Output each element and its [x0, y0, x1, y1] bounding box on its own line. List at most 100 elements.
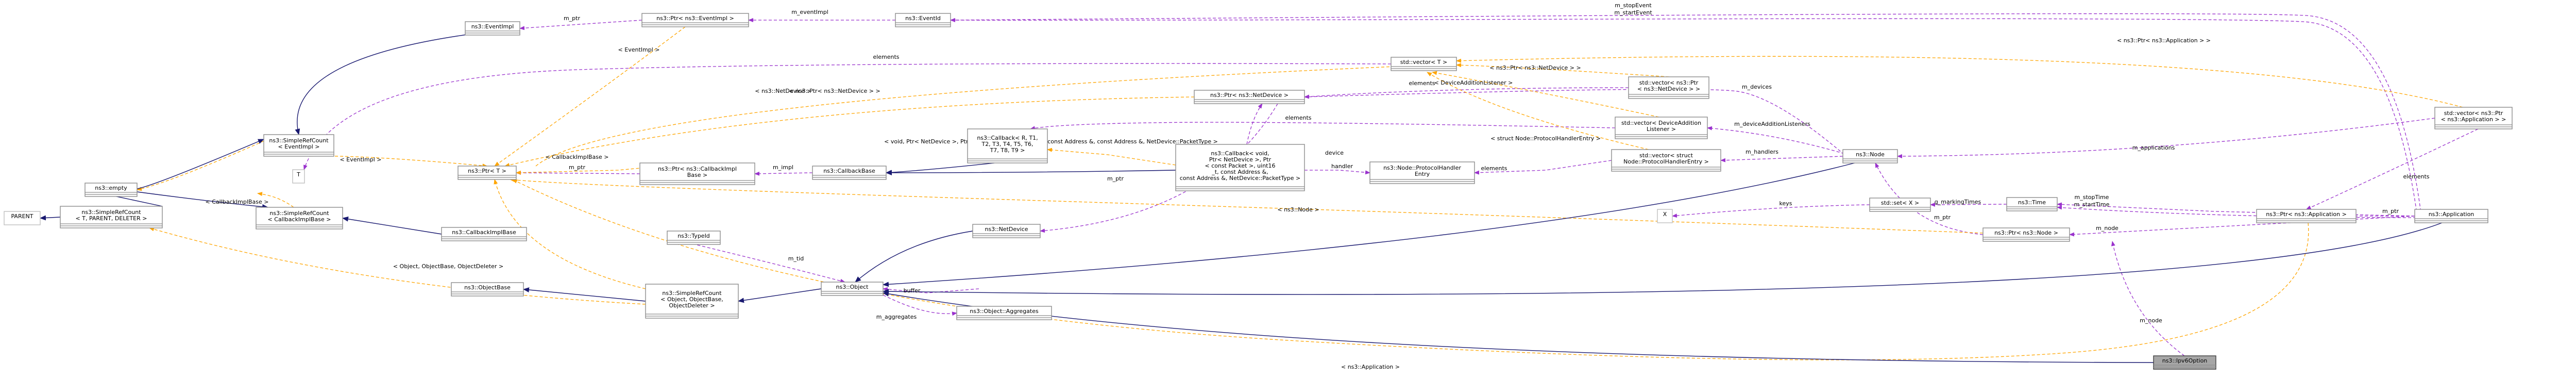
class-node-ptr-app[interactable]: ns3::Ptr< ns3::Application > — [2256, 209, 2357, 223]
class-node-callback-void[interactable]: ns3::Callback< void,Ptr< NetDevice >, Pt… — [1175, 144, 1305, 191]
template-edge-37 — [1047, 147, 1176, 166]
edge-label-cbib-tmpl2: < CallbackImplBase > — [206, 199, 269, 205]
class-node-label: ns3::TypeId — [677, 233, 710, 239]
edge-label-m-ptr-t: m_ptr — [569, 164, 586, 171]
usage-edge-28 — [2111, 241, 2185, 356]
class-node-sref-eventimpl[interactable]: ns3::SimpleRefCount< EventImpl > — [263, 134, 334, 157]
class-node-label: Listener > — [1647, 126, 1676, 133]
class-node-box — [1369, 161, 1475, 184]
class-node-sref-tpd[interactable]: ns3::SimpleRefCount< T, PARENT, DELETER … — [60, 206, 163, 228]
class-node-ptr-t[interactable]: ns3::Ptr< T > — [457, 166, 517, 180]
class-node-ipv6option[interactable]: ns3::Ipv6Option — [2153, 355, 2216, 370]
class-node-callback-r[interactable]: ns3::Callback< R, T1,T2, T3, T4, T5, T6,… — [967, 128, 1048, 163]
class-node-label: ns3::SimpleRefCount — [662, 290, 722, 297]
class-node-vector-protohandler[interactable]: std::vector< structNode::ProtocolHandler… — [1611, 149, 1721, 172]
class-node-label: ns3::Object — [836, 284, 869, 290]
edge-label-elements-netdev: elements — [1409, 80, 1435, 87]
usage-edge-7 — [1246, 103, 1263, 145]
class-node-label: ns3::Ipv6Option — [2162, 357, 2208, 364]
edge-label-protohandler-tmpl: < struct Node::ProtocolHandlerEntry > — [1490, 135, 1601, 142]
class-node-sref-object[interactable]: ns3::SimpleRefCount< Object, ObjectBase,… — [645, 284, 739, 319]
class-node-cbib[interactable]: ns3::CallbackImplBase — [441, 227, 527, 241]
edge-label-m-tid: m_tid — [788, 255, 804, 262]
class-node-label: < CallbackImplBase > — [268, 216, 331, 223]
class-node-vector-devaddlistener[interactable]: std::vector< DeviceAdditionListener > — [1615, 117, 1708, 139]
class-node-object[interactable]: ns3::Object — [821, 282, 884, 296]
edge-label-ptr-netdevice-tmpl-top: < ns3::Ptr< ns3::NetDevice > > — [789, 88, 880, 94]
edge-label-m-startevent: m_startEvent — [1614, 9, 1652, 16]
usage-edge-27 — [883, 294, 957, 316]
class-node-label: std::vector< T > — [1400, 59, 1447, 65]
usage-edge-4 — [303, 63, 1392, 170]
edge-label-m-ptr-app: m_ptr — [2382, 208, 2399, 215]
template-edge-30 — [311, 155, 488, 168]
class-node-application[interactable]: ns3::Application — [2414, 209, 2488, 223]
template-edge-33 — [1432, 71, 1659, 118]
class-node-vector-ptr-app[interactable]: std::vector< ns3::Ptr< ns3::Application … — [2434, 107, 2513, 129]
usage-edge-10 — [1474, 160, 1612, 175]
class-node-label: std::set< X > — [1881, 200, 1919, 206]
class-node-t[interactable]: T — [292, 169, 305, 184]
usage-edge-20 — [2057, 202, 2415, 217]
class-node-box — [1615, 117, 1708, 139]
class-node-ptr-netdevice[interactable]: ns3::Ptr< ns3::NetDevice > — [1194, 90, 1305, 104]
class-node-x[interactable]: X — [1657, 209, 1673, 223]
class-node-label: < ns3::NetDevice > > — [1637, 86, 1700, 92]
usage-edge-17 — [1672, 204, 1870, 218]
class-node-protohandlerentry[interactable]: ns3::Node::ProtocolHandlerEntry — [1369, 161, 1475, 184]
inheritance-edge-53 — [523, 287, 646, 302]
class-node-label: < ns3::Application > > — [2441, 116, 2506, 123]
class-node-vector-ptr-netdevice[interactable]: std::vector< ns3::Ptr< ns3::NetDevice > … — [1628, 76, 1709, 99]
class-node-ptr-eventimpl[interactable]: ns3::Ptr< ns3::EventImpl > — [641, 13, 749, 27]
class-node-eventimpl[interactable]: ns3::EventImpl — [465, 21, 520, 36]
class-node-label: ns3::empty — [95, 185, 127, 191]
class-node-callbackbase[interactable]: ns3::CallbackBase — [812, 166, 887, 180]
class-node-label: ns3::Ptr< ns3::EventImpl > — [656, 15, 734, 22]
edge-label-m-node-ipv6: m_node — [2140, 317, 2162, 324]
edge-label-m-eventimpl: m_eventImpl — [791, 9, 828, 15]
edge-label-m-node-app: m_node — [2096, 225, 2119, 232]
class-node-label: ns3::SimpleRefCount — [269, 210, 329, 217]
class-node-label: Node::ProtocolHandlerEntry > — [1623, 158, 1709, 165]
edge-label-buffer: buffer — [904, 287, 921, 294]
class-node-label: ns3::CallbackImplBase — [452, 229, 516, 236]
class-node-box — [967, 128, 1048, 163]
class-node-time[interactable]: ns3::Time — [2006, 197, 2058, 211]
class-node-label: Base > — [687, 172, 708, 178]
class-node-node[interactable]: ns3::Node — [1842, 149, 1898, 163]
class-node-netdevice[interactable]: ns3::NetDevice — [972, 224, 1041, 238]
class-node-parent[interactable]: PARENT — [4, 211, 41, 225]
class-node-empty[interactable]: ns3::empty — [84, 183, 138, 197]
class-node-vector-t[interactable]: std::vector< T > — [1391, 57, 1457, 71]
usage-edge-13 — [1304, 170, 1370, 175]
class-node-typeid[interactable]: ns3::TypeId — [667, 231, 721, 245]
usage-edge-12 — [1897, 118, 2435, 158]
class-node-ptr-node[interactable]: ns3::Ptr< ns3::Node > — [1982, 227, 2070, 242]
edge-label-devaddlistener-tmpl: < DeviceAdditionListener > — [1434, 79, 1513, 86]
inheritance-edge-57 — [883, 222, 2443, 295]
edge-label-m-starttime: m_startTime — [2074, 201, 2110, 208]
class-node-eventid[interactable]: ns3::EventId — [895, 13, 951, 27]
class-node-sref-cbib[interactable]: ns3::SimpleRefCount< CallbackImplBase > — [256, 207, 343, 229]
class-node-ptr-cbib[interactable]: ns3::Ptr< ns3::CallbackImplBase > — [639, 162, 755, 185]
class-node-set-x[interactable]: std::set< X > — [1869, 198, 1931, 212]
template-edge-39 — [494, 179, 646, 289]
usage-edge-9 — [1707, 126, 1845, 154]
edge-label-elements-protohandler: elements — [1481, 165, 1507, 172]
class-node-box — [645, 284, 739, 319]
inheritance-edge-46 — [137, 191, 268, 209]
class-node-label: X — [1663, 211, 1667, 218]
class-node-aggregates[interactable]: ns3::Object::Aggregates — [956, 306, 1052, 320]
class-node-objectbase[interactable]: ns3::ObjectBase — [451, 282, 524, 297]
class-node-label: ns3::Ptr< ns3::CallbackImpl — [658, 166, 737, 172]
class-node-label: < Object, ObjectBase, — [660, 296, 723, 303]
class-node-box — [4, 211, 41, 225]
edge-label-ptr-app-tmpl-top: < ns3::Ptr< ns3::Application > > — [2117, 37, 2211, 44]
inheritance-edge-51 — [886, 162, 995, 175]
class-node-label: ns3::CallbackBase — [823, 168, 875, 174]
template-edge-29 — [494, 26, 686, 167]
template-edge-35 — [1456, 56, 2463, 108]
usage-edge-6 — [1304, 87, 1629, 99]
class-node-label: ns3::Callback< R, T1, — [977, 135, 1038, 141]
